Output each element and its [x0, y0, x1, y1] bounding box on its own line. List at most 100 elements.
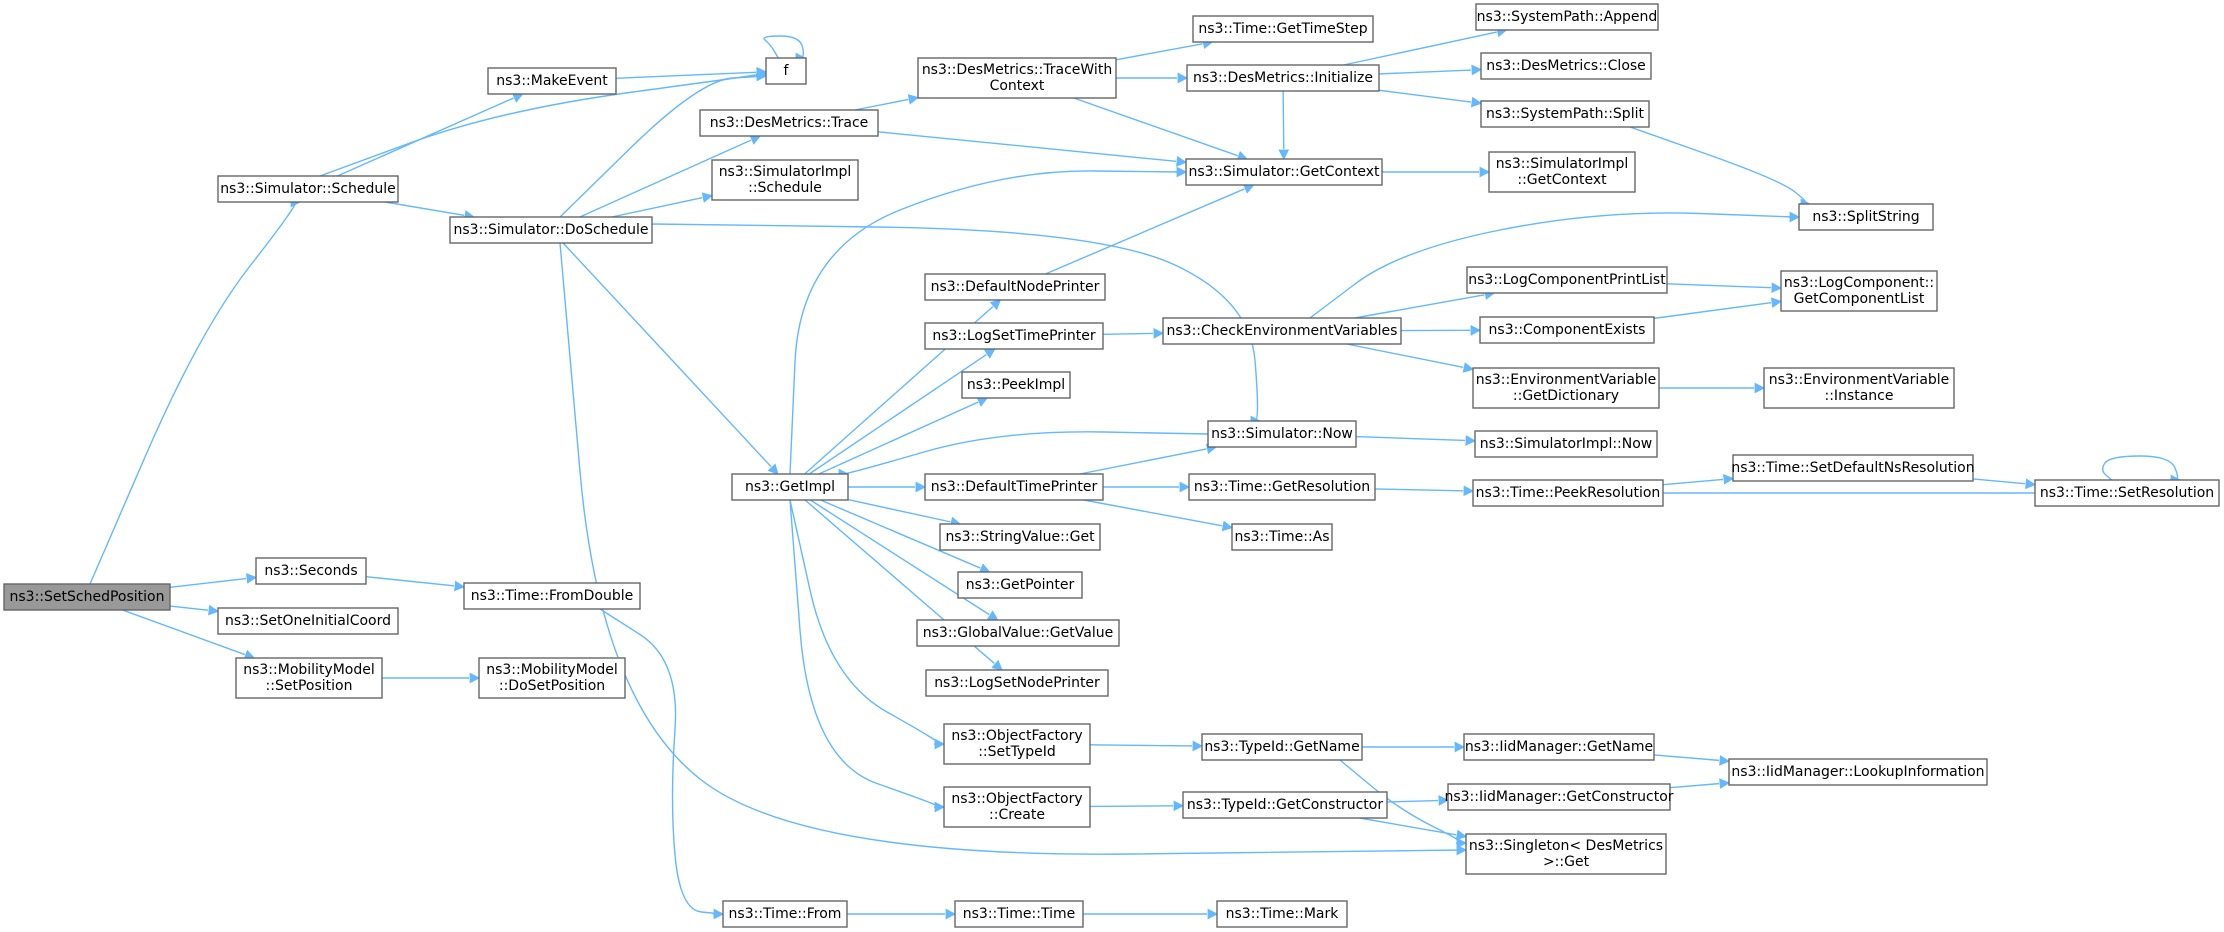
- arrowhead-icon: [756, 70, 768, 82]
- node-getpointer[interactable]: ns3::GetPointer: [957, 571, 1083, 599]
- node-syspath_split[interactable]: ns3::SystemPath::Split: [1480, 100, 1650, 128]
- node-sim_getcontext[interactable]: ns3::Simulator::GetContext: [1185, 158, 1383, 186]
- node-time_setresolution[interactable]: ns3::Time::SetResolution: [2034, 479, 2220, 507]
- node-time_time[interactable]: ns3::Time::Time: [954, 900, 1084, 928]
- node-peekimpl[interactable]: ns3::PeekImpl: [961, 371, 1071, 399]
- node-label: ns3::LogComponent::: [1784, 275, 1934, 291]
- node-box: [1472, 479, 1664, 507]
- node-time_gettimestep[interactable]: ns3::Time::GetTimeStep: [1192, 15, 1374, 43]
- node-globalvalue_getvalue[interactable]: ns3::GlobalValue::GetValue: [916, 619, 1120, 647]
- edge-line: [1309, 212, 1795, 319]
- node-label: ns3::DefaultNodePrinter: [931, 279, 1100, 295]
- node-label: f: [784, 63, 790, 79]
- arrowhead-icon: [1221, 520, 1234, 532]
- node-splitstring[interactable]: ns3::SplitString: [1798, 203, 1934, 231]
- arrowhead-icon: [1176, 156, 1188, 167]
- edge-line: [789, 170, 1182, 475]
- node-defaulttimeprinter[interactable]: ns3::DefaultTimePrinter: [924, 473, 1104, 501]
- node-f[interactable]: f: [765, 57, 807, 85]
- node-desm_initialize[interactable]: ns3::DesMetrics::Initialize: [1186, 64, 1380, 92]
- edge-sim_getcontext-to-simimpl_getcontext: [1382, 166, 1491, 178]
- node-label: ns3::TypeId::GetName: [1204, 739, 1359, 755]
- edge-line: [559, 75, 763, 218]
- edge-time_fromdouble-to-time_from: [599, 608, 725, 920]
- node-iidmanager_getconstructor[interactable]: ns3::IidManager::GetConstructor: [1444, 783, 1674, 811]
- node-time_from[interactable]: ns3::Time::From: [722, 900, 848, 928]
- node-syspath_append[interactable]: ns3::SystemPath::Append: [1475, 3, 1659, 31]
- node-box: [1201, 733, 1363, 761]
- node-box: [1186, 64, 1380, 92]
- node-objfactory_settypeid[interactable]: ns3::ObjectFactory::SetTypeId: [943, 723, 1091, 765]
- node-desm_close[interactable]: ns3::DesMetrics::Close: [1480, 52, 1652, 80]
- arrowhead-icon: [1207, 908, 1219, 920]
- node-stringvalue_get[interactable]: ns3::StringValue::Get: [939, 523, 1101, 551]
- arrowhead-icon: [1456, 837, 1468, 849]
- node-box: [1480, 52, 1652, 80]
- arrowhead-icon: [1456, 844, 1468, 856]
- node-label: >::Get: [1543, 854, 1590, 870]
- node-box: [1188, 473, 1376, 501]
- edge-line: [611, 197, 703, 218]
- edge-sim_doschedule-to-simimpl_schedule: [611, 192, 714, 218]
- edge-time_setdefaultns-to-time_setresolution: [1972, 478, 2037, 490]
- node-logcomponentprintlist[interactable]: ns3::LogComponentPrintList: [1466, 266, 1668, 294]
- node-setoneinitialcoord[interactable]: ns3::SetOneInitialCoord: [217, 607, 399, 635]
- node-time_setdefaultns[interactable]: ns3::Time::SetDefaultNsResolution: [1731, 454, 1975, 482]
- node-label: ns3::SimulatorImpl: [719, 164, 852, 180]
- node-typeid_getname[interactable]: ns3::TypeId::GetName: [1201, 733, 1363, 761]
- node-getimpl[interactable]: ns3::GetImpl: [731, 473, 849, 501]
- node-label: ns3::SystemPath::Split: [1486, 106, 1644, 122]
- node-iidmanager_lookup[interactable]: ns3::IidManager::LookupInformation: [1728, 758, 1988, 786]
- node-defaultnodeprinter[interactable]: ns3::DefaultNodePrinter: [924, 273, 1106, 301]
- edge-line: [1378, 89, 1472, 103]
- node-desm_trace[interactable]: ns3::DesMetrics::Trace: [699, 109, 879, 137]
- arrowhead-icon: [713, 908, 725, 920]
- node-time_peekresolution[interactable]: ns3::Time::PeekResolution: [1472, 479, 1664, 507]
- node-logsettimeprinter[interactable]: ns3::LogSetTimePrinter: [924, 322, 1104, 350]
- node-makeevent[interactable]: ns3::MakeEvent: [487, 67, 617, 95]
- node-logcomponent_getlist[interactable]: ns3::LogComponent::GetComponentList: [1780, 270, 1938, 312]
- node-sim_doschedule[interactable]: ns3::Simulator::DoSchedule: [449, 216, 653, 244]
- node-time_fromdouble[interactable]: ns3::Time::FromDouble: [463, 582, 641, 610]
- node-sim_now[interactable]: ns3::Simulator::Now: [1207, 420, 1357, 448]
- node-simimpl_getcontext[interactable]: ns3::SimulatorImpl::GetContext: [1488, 151, 1636, 193]
- edge-line: [1089, 805, 1174, 808]
- arrowhead-icon: [1462, 362, 1475, 373]
- node-seconds[interactable]: ns3::Seconds: [255, 557, 367, 585]
- node-box: [699, 109, 879, 137]
- node-sim_schedule[interactable]: ns3::Simulator::Schedule: [217, 175, 399, 203]
- node-iidmanager_getname[interactable]: ns3::IidManager::GetName: [1463, 733, 1655, 761]
- node-envvar_instance[interactable]: ns3::EnvironmentVariable::Instance: [1763, 367, 1955, 409]
- edge-defaulttimeprinter-to-time_getresolution: [1103, 481, 1191, 493]
- node-simimpl_schedule[interactable]: ns3::SimulatorImpl::Schedule: [711, 159, 859, 201]
- node-mobility_setposition[interactable]: ns3::MobilityModel::SetPosition: [235, 657, 383, 699]
- node-time_as[interactable]: ns3::Time::As: [1231, 523, 1333, 551]
- node-typeid_getconstructor[interactable]: ns3::TypeId::GetConstructor: [1182, 791, 1388, 819]
- node-objfactory_create[interactable]: ns3::ObjectFactory::Create: [943, 786, 1091, 828]
- edge-desm_initialize-to-sim_getcontext: [1278, 90, 1290, 161]
- arrowhead-icon: [1723, 474, 1735, 485]
- node-envvar_getdictionary[interactable]: ns3::EnvironmentVariable::GetDictionary: [1472, 367, 1660, 409]
- node-box: [1475, 3, 1659, 31]
- node-label: ns3::CheckEnvironmentVariables: [1167, 323, 1398, 339]
- node-label: ns3::SetSchedPosition: [10, 589, 165, 605]
- node-checkenvvars[interactable]: ns3::CheckEnvironmentVariables: [1162, 317, 1402, 345]
- node-label: ::Create: [989, 807, 1045, 823]
- node-time_getresolution[interactable]: ns3::Time::GetResolution: [1188, 473, 1376, 501]
- node-singleton_get[interactable]: ns3::Singleton< DesMetrics >::Get: [1465, 833, 1667, 875]
- node-componentexists[interactable]: ns3::ComponentExists: [1479, 316, 1655, 344]
- node-time_mark[interactable]: ns3::Time::Mark: [1216, 900, 1348, 928]
- call-nodes: ns3::SetSchedPosition ns3::Simulator::Sch…: [3, 3, 2220, 928]
- node-label: ns3::MobilityModel: [486, 662, 618, 678]
- edge-line: [1653, 302, 1772, 320]
- node-mobility_dosetposition[interactable]: ns3::MobilityModel::DoSetPosition: [478, 657, 626, 699]
- node-logsetnodeprinter[interactable]: ns3::LogSetNodePrinter: [925, 669, 1109, 697]
- edge-desm_tracewithcontext-to-desm_initialize: [1116, 72, 1189, 84]
- node-simimpl_now[interactable]: ns3::SimulatorImpl::Now: [1474, 430, 1658, 458]
- edge-componentexists-to-logcomponent_getlist: [1653, 297, 1783, 320]
- node-setschedposition[interactable]: ns3::SetSchedPosition: [3, 583, 171, 611]
- node-label: GetComponentList: [1794, 291, 1925, 307]
- node-label: ns3::IidManager::LookupInformation: [1731, 764, 1984, 780]
- edge-objfactory_settypeid-to-typeid_getname: [1089, 740, 1204, 752]
